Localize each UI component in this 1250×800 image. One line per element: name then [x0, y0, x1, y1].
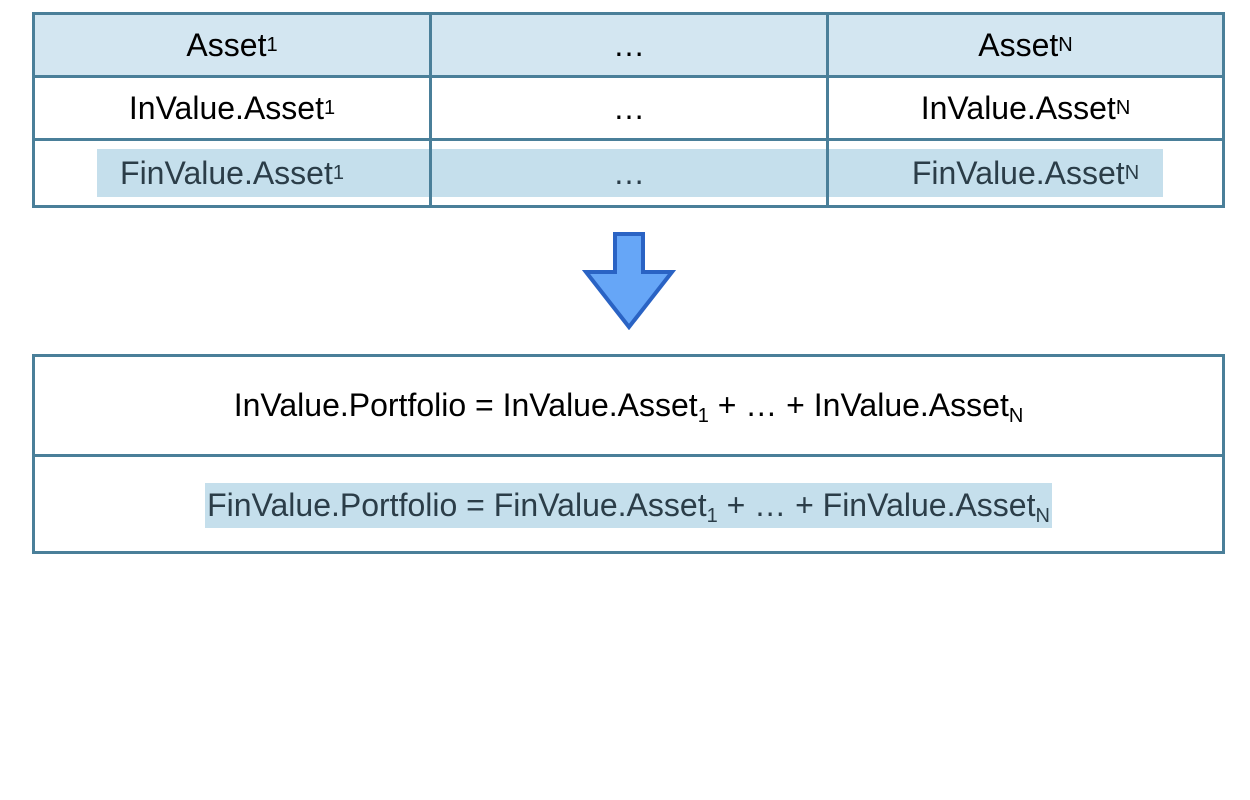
invalue-asset-n-label: InValue.Asset [920, 89, 1116, 126]
invalue-formula-sub-1: 1 [697, 405, 709, 427]
invalue-asset-1-label: InValue.Asset [128, 89, 324, 126]
portfolio-formula-box: InValue.Portfolio = InValue.Asset1 + … +… [32, 354, 1225, 554]
finvalue-cell-ellipsis: … [432, 141, 829, 205]
invalue-formula-sub-n: N [1008, 405, 1024, 427]
header-cell-ellipsis: … [432, 15, 829, 75]
invalue-formula-rhs: + … + InValue.Asset [708, 387, 1009, 423]
finvalue-highlight-band [97, 149, 1163, 197]
header-ellipsis: … [613, 26, 645, 63]
finvalue-formula-text: FinValue.Portfolio = FinValue.Asset1 + …… [205, 483, 1052, 528]
finvalue-formula-rhs: + … + FinValue.Asset [717, 487, 1036, 523]
header-asset-1-label: Asset [186, 26, 267, 63]
finvalue-portfolio-formula: FinValue.Portfolio = FinValue.Asset1 + …… [35, 457, 1222, 554]
finvalue-asset-1-label: FinValue.Asset [120, 154, 333, 191]
header-cell-asset-1: Asset 1 [35, 15, 432, 75]
down-arrow-shape [582, 232, 676, 330]
invalue-formula-lhs: InValue.Portfolio = InValue.Asset [233, 387, 698, 423]
finvalue-formula-lhs: FinValue.Portfolio = FinValue.Asset [207, 487, 707, 523]
down-arrow-icon [582, 232, 676, 330]
finvalue-ellipsis: … [613, 154, 645, 191]
header-asset-n-label: Asset [978, 26, 1059, 63]
invalue-cell-ellipsis: … [432, 78, 829, 138]
invalue-portfolio-formula: InValue.Portfolio = InValue.Asset1 + … +… [35, 357, 1222, 457]
invalue-formula-text: InValue.Portfolio = InValue.Asset1 + … +… [233, 387, 1024, 427]
finvalue-formula-sub-n: N [1035, 505, 1050, 527]
invalue-ellipsis: … [613, 89, 645, 126]
finvalue-asset-n-label: FinValue.Asset [911, 154, 1125, 191]
finvalue-formula-sub-1: 1 [706, 505, 718, 527]
